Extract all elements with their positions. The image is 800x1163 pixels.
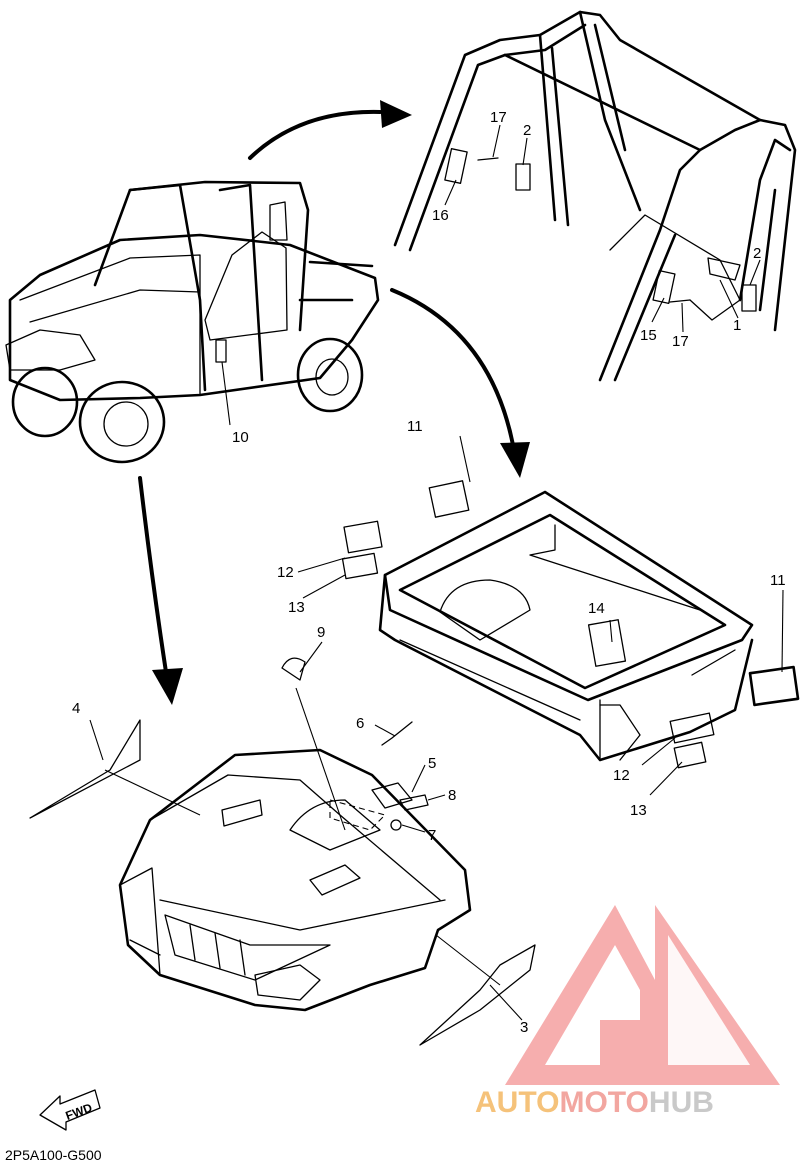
callout-4: 4 [72,700,80,717]
callout-12: 12 [277,564,294,581]
fwd-arrow-icon: FWD [39,1089,101,1131]
callout-5: 5 [428,755,436,772]
callout-2: 2 [753,245,761,262]
callout-1: 1 [733,317,741,334]
automotohub-logo [505,905,780,1085]
callout-6: 6 [356,715,364,732]
cargo-bed [341,480,800,769]
callout-8: 8 [448,787,456,804]
callout-17: 17 [672,333,689,350]
watermark-moto: MOTO [559,1086,648,1119]
vehicle-overview [5,180,380,464]
watermark-text: AUTOMOTOHUB [475,1086,714,1119]
callout-11: 11 [407,418,423,435]
watermark-hub: HUB [649,1086,714,1119]
callout-3: 3 [520,1019,528,1036]
roll-cage [393,10,797,382]
front-hood [118,748,472,1012]
callout-9: 9 [317,624,325,641]
callout-17: 17 [490,109,507,126]
diagram-code: 2P5A100-G500 [5,1147,102,1163]
svg-text:AUTOMOTOHUB: AUTOMOTOHUB [475,1086,714,1119]
fwd-label: FWD [64,1100,95,1123]
leader-lines [89,124,784,1021]
callout-11: 11 [770,572,786,589]
watermark-auto: AUTO [475,1086,559,1119]
callout-15: 15 [640,327,657,344]
callout-12: 12 [613,767,630,784]
callout-arrows [138,100,530,705]
small-parts [29,657,536,1046]
callout-7: 7 [428,827,436,844]
callout-10: 10 [232,429,249,446]
callout-13: 13 [630,802,647,819]
callout-13: 13 [288,599,305,616]
callout-14: 14 [588,600,605,617]
callout-2: 2 [523,122,531,139]
callout-16: 16 [432,207,449,224]
callout-labels: 1 2 2 3 4 5 6 7 8 9 10 11 11 12 12 13 13… [72,109,786,1036]
